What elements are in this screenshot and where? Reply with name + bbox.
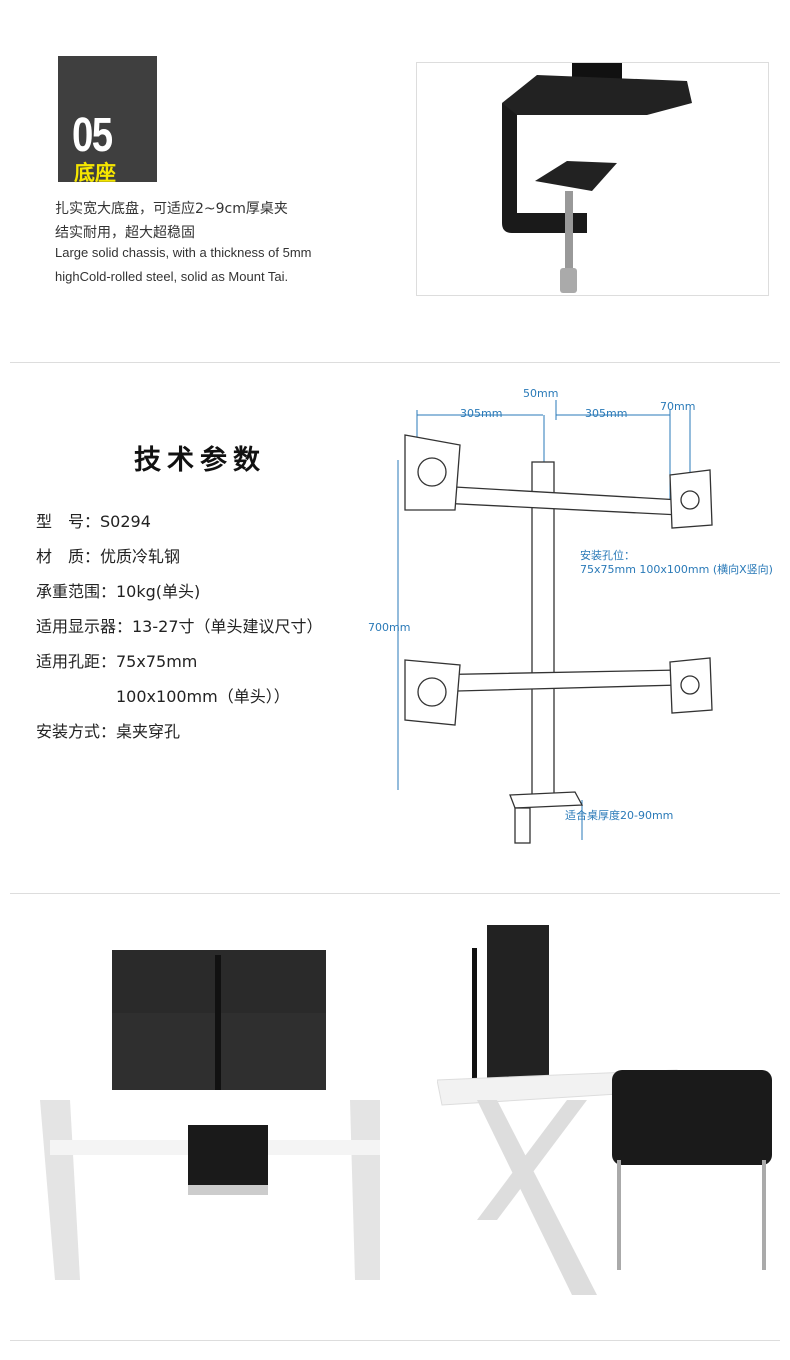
spec-model: 型 号：S0294: [36, 512, 151, 531]
dim-left-arm: 305mm: [460, 407, 502, 420]
quad-monitor-side-photo: [437, 925, 772, 1295]
dim-offset: 50mm: [523, 387, 558, 400]
dimension-diagram: 305mm 50mm 305mm 70mm 700mm 安装孔位： 75x75m…: [368, 387, 773, 844]
desc-cn-1: 扎实宽大底盘，可适应2~9cm厚桌夹: [55, 201, 288, 217]
divider: [10, 893, 780, 894]
specs-title: 技术参数: [134, 445, 266, 476]
desc-en-2: highCold-rolled steel, solid as Mount Ta…: [55, 269, 289, 284]
hole-values: 75x75mm 100x100mm (横向X竖向): [580, 562, 773, 576]
clamp-base-photo: [416, 62, 769, 296]
spec-install: 安装方式：桌夹穿孔: [36, 722, 181, 741]
spec-vesa-2: 100x100mm（单头））: [36, 687, 290, 706]
quad-monitor-desk-photo: [112, 950, 326, 1090]
dim-height: 700mm: [368, 621, 410, 634]
divider: [10, 1340, 780, 1341]
desk-legs-left: [40, 1100, 380, 1280]
spec-material: 材 质：优质冷轧钢: [36, 547, 181, 566]
dim-right-arm: 305mm: [585, 407, 627, 420]
spec-monitor: 适用显示器：13-27寸（单头建议尺寸）: [36, 617, 323, 636]
feature-number: 05: [72, 109, 113, 162]
spec-vesa: 适用孔距：75x75mm: [36, 652, 198, 671]
hole-label: 安装孔位：: [580, 548, 635, 562]
feature-label: 底座: [74, 161, 116, 185]
dim-plate: 70mm: [660, 400, 695, 413]
feature-badge: 05 底座: [58, 56, 157, 185]
desc-en-1: Large solid chassis, with a thickness of…: [55, 245, 312, 260]
divider: [10, 362, 780, 363]
desc-cn-2: 结实耐用，超大超稳固: [55, 225, 195, 241]
spec-load: 承重范围：10kg(单头): [36, 582, 201, 601]
desk-thickness: 适合桌厚度20-90mm: [565, 808, 673, 822]
